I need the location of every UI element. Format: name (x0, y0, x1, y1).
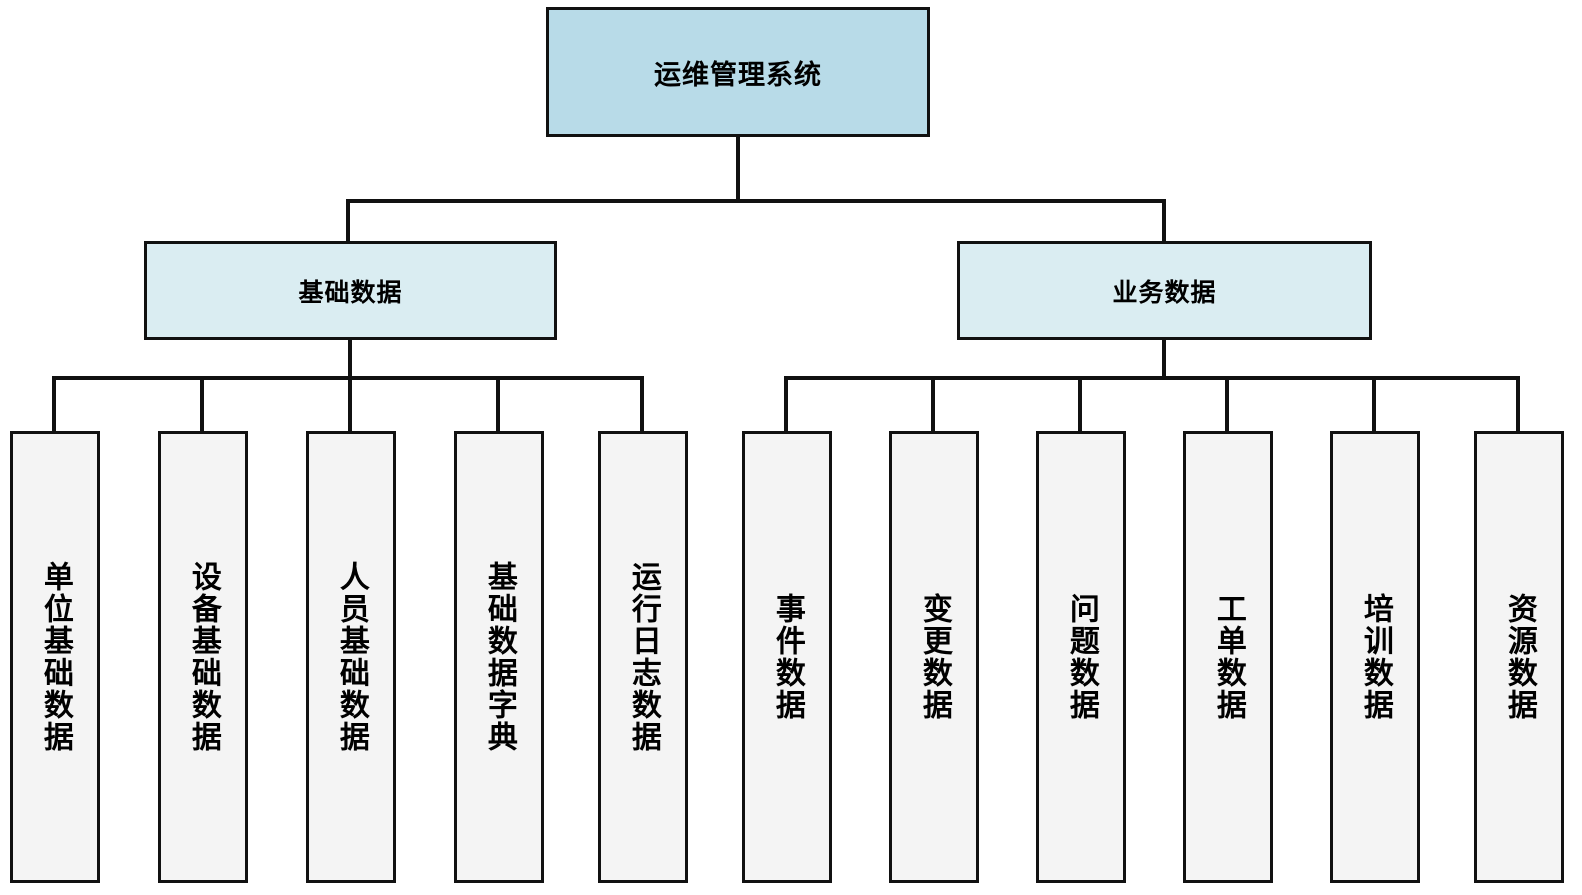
node-leaf-basic-data-dictionary-label: 基础数据字典 (482, 561, 516, 753)
connector-group-1-leaf-2 (1078, 376, 1082, 433)
node-group-business-data-label: 业务数据 (1112, 278, 1217, 307)
node-leaf-event-data-label: 事件数据 (770, 593, 804, 721)
node-leaf-training-data[interactable]: 培训数据 (1330, 431, 1420, 883)
connector-group-0-leaf-4 (640, 376, 644, 433)
node-leaf-device-basic-data-label: 设备基础数据 (186, 561, 220, 753)
connector-group-0-leaf-1 (200, 376, 204, 433)
connector-group-1-bus (784, 376, 1520, 380)
node-leaf-change-data-label: 变更数据 (917, 593, 951, 721)
node-leaf-problem-data-label: 问题数据 (1064, 593, 1098, 721)
connector-group-0-leaf-3 (496, 376, 500, 433)
connector-group-0-stem (348, 340, 352, 380)
connector-group-1-leaf-5 (1516, 376, 1520, 433)
node-leaf-event-data[interactable]: 事件数据 (742, 431, 832, 883)
node-leaf-work-order-data[interactable]: 工单数据 (1183, 431, 1273, 883)
node-leaf-change-data[interactable]: 变更数据 (889, 431, 979, 883)
connector-root-to-group-0 (346, 199, 350, 243)
connector-group-1-leaf-0 (784, 376, 788, 433)
node-leaf-basic-data-dictionary[interactable]: 基础数据字典 (454, 431, 544, 883)
connector-root-bus (346, 199, 1166, 203)
node-leaf-runtime-log-data[interactable]: 运行日志数据 (598, 431, 688, 883)
node-group-basic-data[interactable]: 基础数据 (144, 241, 557, 340)
connector-group-1-leaf-3 (1225, 376, 1229, 433)
node-leaf-unit-basic-data[interactable]: 单位基础数据 (10, 431, 100, 883)
node-leaf-personnel-basic-data[interactable]: 人员基础数据 (306, 431, 396, 883)
connector-group-0-leaf-0 (52, 376, 56, 433)
node-group-basic-data-label: 基础数据 (298, 278, 403, 307)
node-group-business-data[interactable]: 业务数据 (957, 241, 1372, 340)
node-leaf-runtime-log-data-label: 运行日志数据 (626, 561, 660, 753)
node-leaf-resource-data[interactable]: 资源数据 (1474, 431, 1564, 883)
connector-root-to-group-1 (1162, 199, 1166, 243)
node-leaf-device-basic-data[interactable]: 设备基础数据 (158, 431, 248, 883)
node-leaf-work-order-data-label: 工单数据 (1211, 593, 1245, 721)
connector-group-0-leaf-2 (348, 376, 352, 433)
node-leaf-unit-basic-data-label: 单位基础数据 (38, 561, 72, 753)
node-root[interactable]: 运维管理系统 (546, 7, 930, 137)
connector-group-1-leaf-4 (1372, 376, 1376, 433)
node-leaf-resource-data-label: 资源数据 (1502, 593, 1536, 721)
node-leaf-personnel-basic-data-label: 人员基础数据 (334, 561, 368, 753)
connector-root-stem (736, 137, 740, 203)
node-leaf-training-data-label: 培训数据 (1358, 593, 1392, 721)
node-root-label: 运维管理系统 (654, 59, 822, 90)
node-leaf-problem-data[interactable]: 问题数据 (1036, 431, 1126, 883)
connector-group-1-stem (1162, 340, 1166, 380)
connector-group-1-leaf-1 (931, 376, 935, 433)
